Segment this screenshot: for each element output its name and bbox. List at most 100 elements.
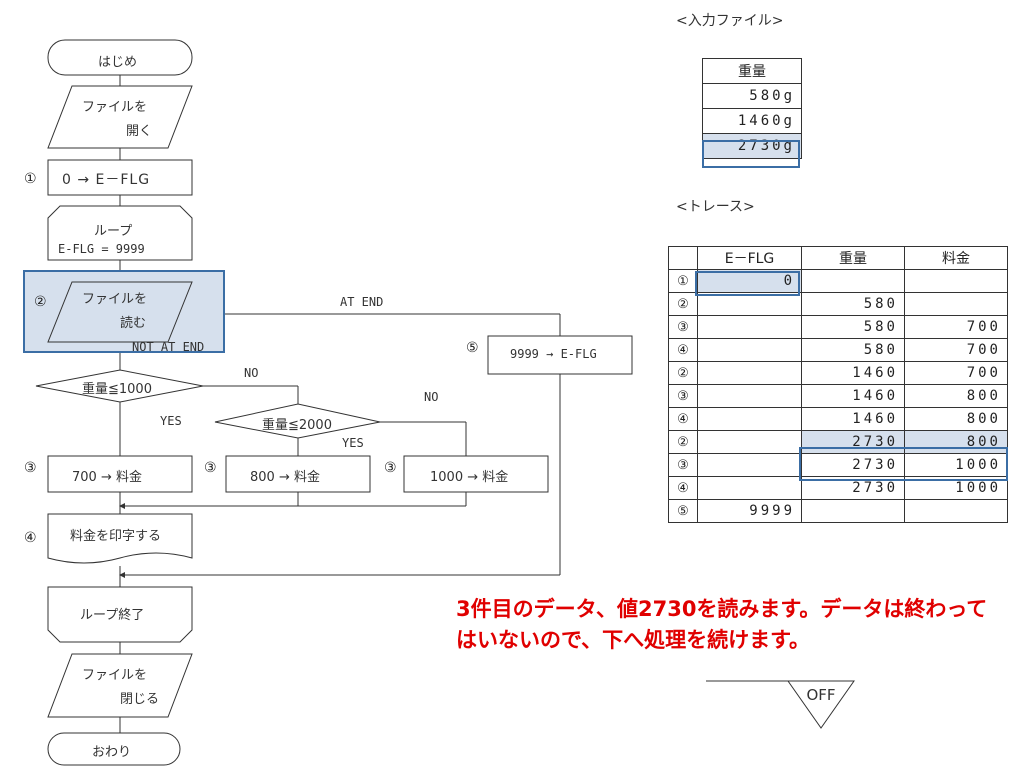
trace-header-eflg: E－FLG: [697, 246, 802, 270]
decision-weight-1000: [35, 369, 204, 403]
end-terminal: [47, 732, 181, 766]
off-triangle-icon: [787, 680, 855, 729]
trace-weight-cell: 580: [801, 292, 905, 316]
input-row: 580g: [702, 83, 802, 109]
step-marker-3b: ③: [204, 460, 217, 476]
trace-weight-cell: 1460: [801, 384, 905, 408]
trace-header-fee: 料金: [904, 246, 1008, 270]
input-header: 重量: [702, 58, 802, 84]
end-label: おわり: [92, 745, 132, 760]
trace-eflg-cell: [697, 430, 802, 454]
trace-weight-cell: 2730: [801, 453, 905, 477]
trace-eflg-highlight: [695, 271, 800, 296]
read-file-node: [47, 281, 193, 343]
print-node: [47, 513, 193, 564]
trace-eflg-cell: 9999: [697, 499, 802, 523]
trace-fee-cell: 700: [904, 361, 1008, 385]
off-toggle[interactable]: OFF: [706, 676, 856, 736]
trace-step-cell: ②: [668, 361, 698, 385]
trace-weight-cell: 580: [801, 315, 905, 339]
trace-weight-cell: 1460: [801, 407, 905, 431]
init-label: 0 → E－FLG: [62, 172, 151, 188]
set-flag-process: [487, 335, 633, 375]
fee-800-process: [225, 455, 371, 493]
step-marker-2: ②: [34, 294, 47, 310]
start-label: はじめ: [98, 55, 138, 70]
cond2-yes-label: YES: [342, 436, 364, 450]
cond1-no-label: NO: [244, 366, 259, 380]
open-file-label-1: ファイルを: [82, 100, 148, 115]
trace-eflg-cell: 0: [697, 269, 802, 293]
close-file-node: [47, 653, 193, 718]
input-row: 1460g: [702, 108, 802, 134]
print-label: 料金を印字する: [70, 529, 162, 544]
loop-top-label-2: E-FLG = 9999: [58, 242, 145, 256]
trace-weight-cell: [801, 499, 905, 523]
trace-fee-cell: 700: [904, 338, 1008, 362]
loop-end-label: ループ終了: [80, 608, 145, 623]
cond2-label: 重量≦2000: [262, 418, 332, 433]
trace-eflg-cell: [697, 384, 802, 408]
trace-step-cell: ②: [668, 430, 698, 454]
fee-1000-process: [403, 455, 549, 493]
trace-fee-cell: 800: [904, 407, 1008, 431]
trace-header-weight: 重量: [801, 246, 905, 270]
read-file-label-2: 読む: [120, 316, 147, 331]
explanation-note: 3件目のデータ、値2730を読みます。データは終わってはいないので、下へ処理を続…: [456, 597, 988, 652]
loop-end-node: [47, 586, 193, 643]
cond1-yes-label: YES: [160, 414, 182, 428]
trace-header-step: [668, 246, 698, 270]
read-file-label-1: ファイルを: [82, 292, 148, 307]
not-at-end-label: NOT AT END: [132, 340, 205, 354]
loop-top-label-1: ループ: [94, 224, 133, 239]
trace-step-cell: ⑤: [668, 499, 698, 523]
input-file-table: 重量 580g 1460g 2730g: [702, 58, 802, 159]
trace-eflg-cell: [697, 476, 802, 500]
cond2-no-label: NO: [424, 390, 439, 404]
trace-title: <トレース>: [676, 199, 755, 215]
at-end-label: AT END: [340, 295, 384, 309]
trace-step-cell: ②: [668, 292, 698, 316]
trace-step-cell: ③: [668, 384, 698, 408]
close-file-label-1: ファイルを: [82, 668, 148, 683]
start-terminal: [47, 39, 193, 76]
trace-fee-cell: 800: [904, 384, 1008, 408]
trace-weight-cell: 580: [801, 338, 905, 362]
trace-fee-cell: [904, 499, 1008, 523]
step-marker-3c: ③: [384, 460, 397, 476]
input-file-title: <入力ファイル>: [676, 13, 784, 29]
trace-eflg-cell: [697, 361, 802, 385]
step-marker-1: ①: [24, 171, 37, 187]
trace-step-cell: ④: [668, 407, 698, 431]
step-marker-5: ⑤: [466, 340, 479, 356]
flowchart: [23, 39, 633, 766]
close-file-label-2: 閉じる: [120, 692, 160, 707]
fee-1000-label: 1000 → 料金: [430, 470, 509, 485]
fee-800-label: 800 → 料金: [250, 470, 320, 485]
trace-current-row-highlight: [799, 447, 1008, 481]
trace-eflg-cell: [697, 407, 802, 431]
trace-fee-cell: [904, 269, 1008, 293]
step-marker-4: ④: [24, 530, 37, 546]
decision-weight-2000: [214, 403, 381, 439]
init-process: [47, 159, 193, 196]
step-marker-3a: ③: [24, 460, 37, 476]
trace-step-cell: ③: [668, 315, 698, 339]
set-flag-label: 9999 → E-FLG: [510, 347, 597, 361]
trace-step-cell: ①: [668, 269, 698, 293]
input-row-current: 2730g: [702, 133, 802, 159]
trace-step-cell: ③: [668, 453, 698, 477]
fee-700-process: [47, 455, 193, 493]
loop-start-node: [47, 205, 193, 261]
trace-eflg-cell: [697, 315, 802, 339]
trace-fee-cell: [904, 292, 1008, 316]
cond1-label: 重量≦1000: [82, 382, 152, 397]
